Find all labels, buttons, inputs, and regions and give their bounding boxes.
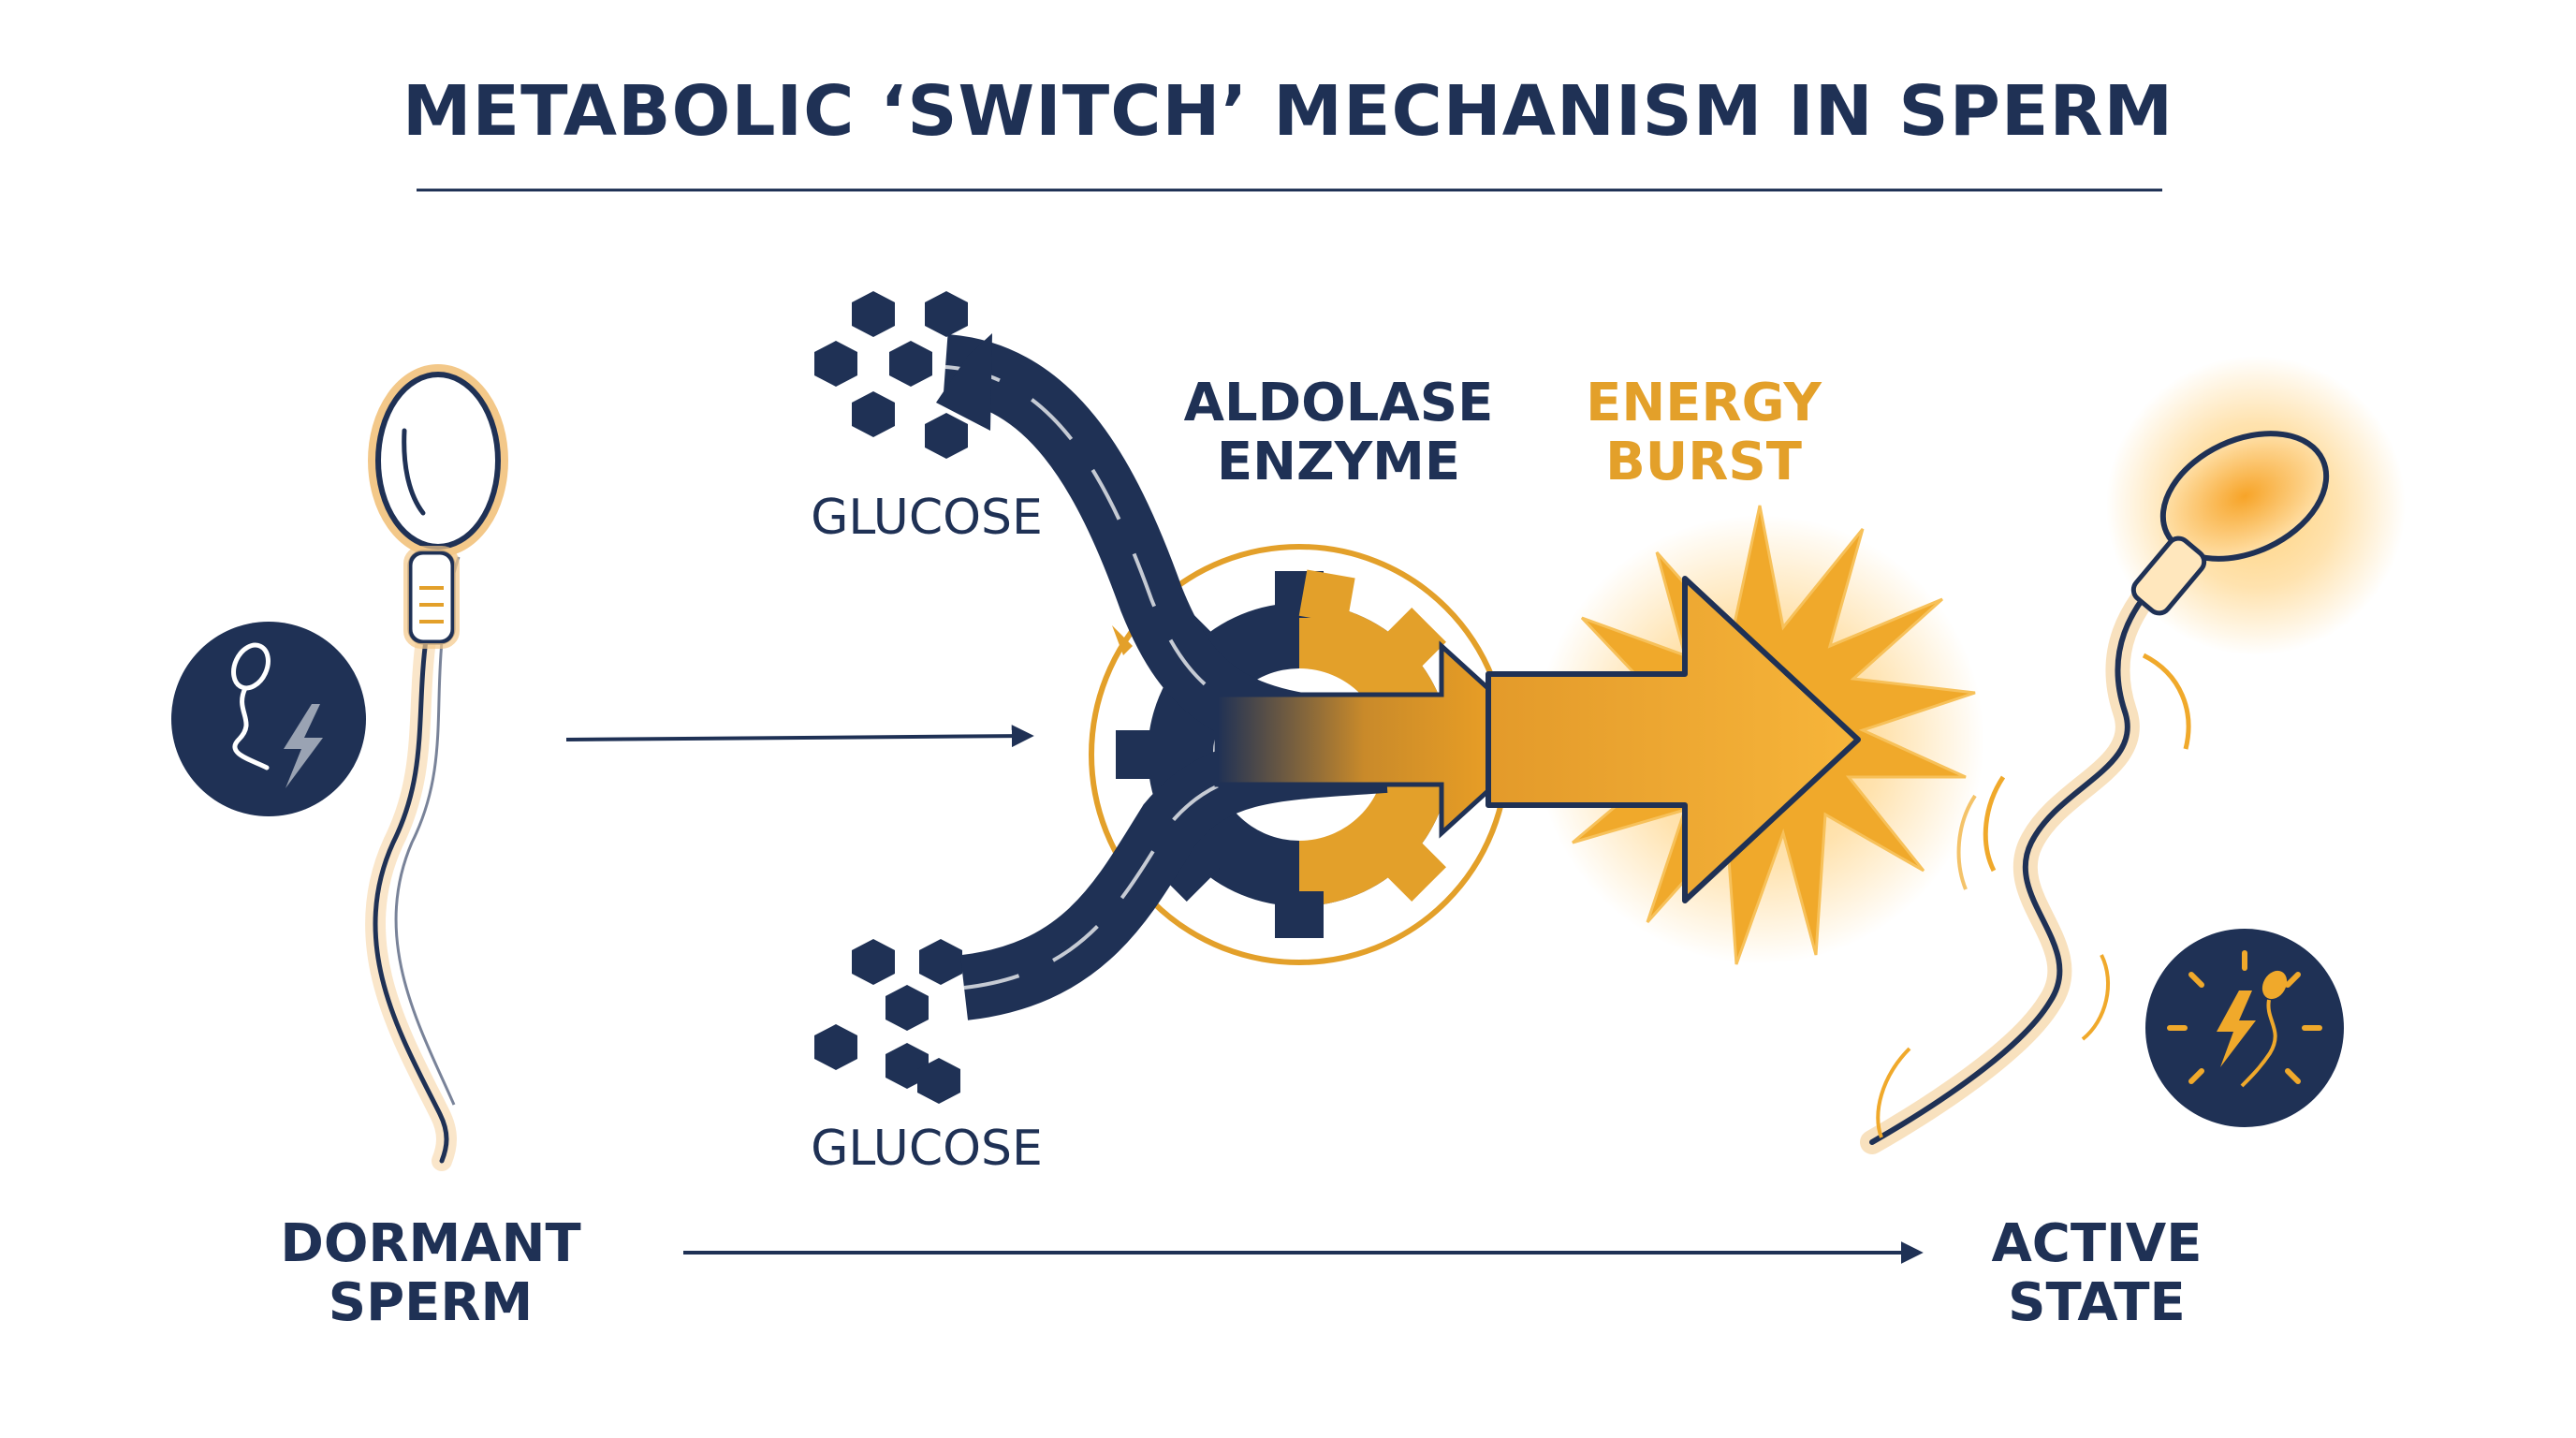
glucose-molecule-bottom-icon <box>814 939 962 1104</box>
active-sperm-illustration <box>1860 356 2406 1154</box>
dormant-badge-icon <box>171 622 366 816</box>
dormant-sperm-illustration <box>365 364 508 1171</box>
glucose-bottom-label: GLUCOSE <box>811 1121 1043 1177</box>
glucose-top-label: GLUCOSE <box>811 490 1043 546</box>
dormant-sperm-label: DORMANT SPERM <box>262 1213 599 1333</box>
active-label-line2: STATE <box>2008 1271 2186 1333</box>
aldolase-label-line2: ENZYME <box>1216 431 1461 492</box>
glucose-molecule-top-icon <box>814 291 968 459</box>
energy-output-arrow <box>1486 576 1861 903</box>
energy-burst-label: ENERGY BURST <box>1535 374 1872 492</box>
dormant-label-line2: SPERM <box>328 1271 534 1333</box>
energy-label-line2: BURST <box>1605 431 1802 492</box>
energy-label-line1: ENERGY <box>1586 373 1822 433</box>
page-title: METABOLIC ‘SWITCH’ MECHANISM IN SPERM <box>402 71 2174 152</box>
active-badge-icon <box>2145 929 2344 1127</box>
aldolase-label-line1: ALDOLASE <box>1183 373 1494 433</box>
active-label-line1: ACTIVE <box>1991 1213 2203 1274</box>
dormant-to-switch-arrow <box>565 725 1034 748</box>
dormant-label-line1: DORMANT <box>280 1213 581 1274</box>
active-state-label: ACTIVE STATE <box>1956 1213 2237 1333</box>
aldolase-enzyme-label: ALDOLASE ENZYME <box>1123 374 1554 492</box>
